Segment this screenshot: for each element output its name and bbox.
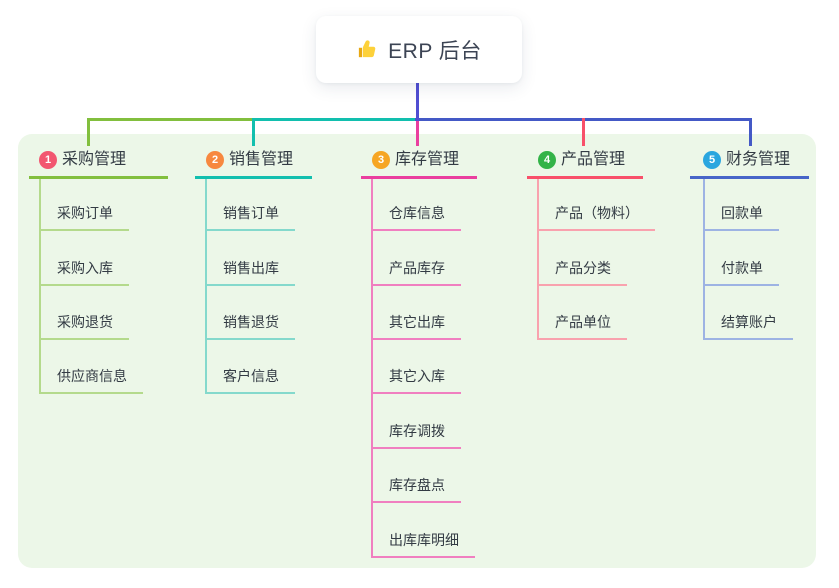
connector-drop-inventory bbox=[416, 118, 419, 146]
connector-drop-sales bbox=[252, 118, 255, 146]
branch-badge-sales: 2 bbox=[206, 151, 224, 169]
node-other-inbound[interactable]: 其它入库 bbox=[371, 366, 461, 394]
branch-childline-inventory bbox=[371, 179, 373, 558]
node-purchase-order[interactable]: 采购订单 bbox=[39, 203, 129, 231]
connector-drop-purchase bbox=[87, 118, 90, 146]
node-purchase-return[interactable]: 采购退货 bbox=[39, 312, 129, 340]
node-purchase-inbound[interactable]: 采购入库 bbox=[39, 258, 129, 286]
node-other-outbound[interactable]: 其它出库 bbox=[371, 312, 461, 340]
node-receipt-bill[interactable]: 回款单 bbox=[703, 203, 779, 231]
node-product-category[interactable]: 产品分类 bbox=[537, 258, 627, 286]
branch-badge-product: 4 bbox=[538, 151, 556, 169]
branch-underline-sales bbox=[195, 176, 312, 179]
root-title: ERP 后台 bbox=[388, 39, 482, 63]
node-product-stock[interactable]: 产品库存 bbox=[371, 258, 461, 286]
node-sales-order[interactable]: 销售订单 bbox=[205, 203, 295, 231]
branch-underline-finance bbox=[690, 176, 809, 179]
branch-title-finance[interactable]: 财务管理 bbox=[726, 151, 791, 168]
node-supplier-info[interactable]: 供应商信息 bbox=[39, 366, 143, 394]
branch-underline-inventory bbox=[361, 176, 477, 179]
branch-childline-purchase bbox=[39, 179, 41, 394]
branch-title-sales[interactable]: 销售管理 bbox=[229, 151, 294, 168]
branch-title-product[interactable]: 产品管理 bbox=[561, 151, 626, 168]
branches-panel bbox=[18, 134, 816, 568]
branch-childline-sales bbox=[205, 179, 207, 394]
node-stock-transfer[interactable]: 库存调拨 bbox=[371, 421, 461, 449]
node-stock-count[interactable]: 库存盘点 bbox=[371, 475, 461, 503]
connector-drop-product bbox=[582, 118, 585, 146]
branch-underline-purchase bbox=[29, 176, 168, 179]
thumbs-up-icon bbox=[356, 38, 379, 61]
node-outbound-detail[interactable]: 出库库明细 bbox=[371, 530, 475, 558]
node-settlement-account[interactable]: 结算账户 bbox=[703, 312, 793, 340]
node-product-material[interactable]: 产品（物料） bbox=[537, 203, 655, 231]
root-node[interactable]: ERP 后台 bbox=[316, 16, 522, 83]
branch-badge-finance: 5 bbox=[703, 151, 721, 169]
connector-root-stem bbox=[416, 83, 419, 121]
node-sales-outbound[interactable]: 销售出库 bbox=[205, 258, 295, 286]
branch-childline-finance bbox=[703, 179, 705, 340]
branch-underline-product bbox=[527, 176, 643, 179]
node-warehouse-info[interactable]: 仓库信息 bbox=[371, 203, 461, 231]
branch-badge-purchase: 1 bbox=[39, 151, 57, 169]
branch-badge-inventory: 3 bbox=[372, 151, 390, 169]
connector-horizontal-teal bbox=[252, 118, 420, 121]
branch-title-purchase[interactable]: 采购管理 bbox=[62, 151, 127, 168]
node-payment-bill[interactable]: 付款单 bbox=[703, 258, 779, 286]
branch-childline-product bbox=[537, 179, 539, 340]
node-customer-info[interactable]: 客户信息 bbox=[205, 366, 295, 394]
node-sales-return[interactable]: 销售退货 bbox=[205, 312, 295, 340]
node-product-unit[interactable]: 产品单位 bbox=[537, 312, 627, 340]
branch-title-inventory[interactable]: 库存管理 bbox=[395, 151, 460, 168]
connector-drop-finance bbox=[749, 118, 752, 146]
